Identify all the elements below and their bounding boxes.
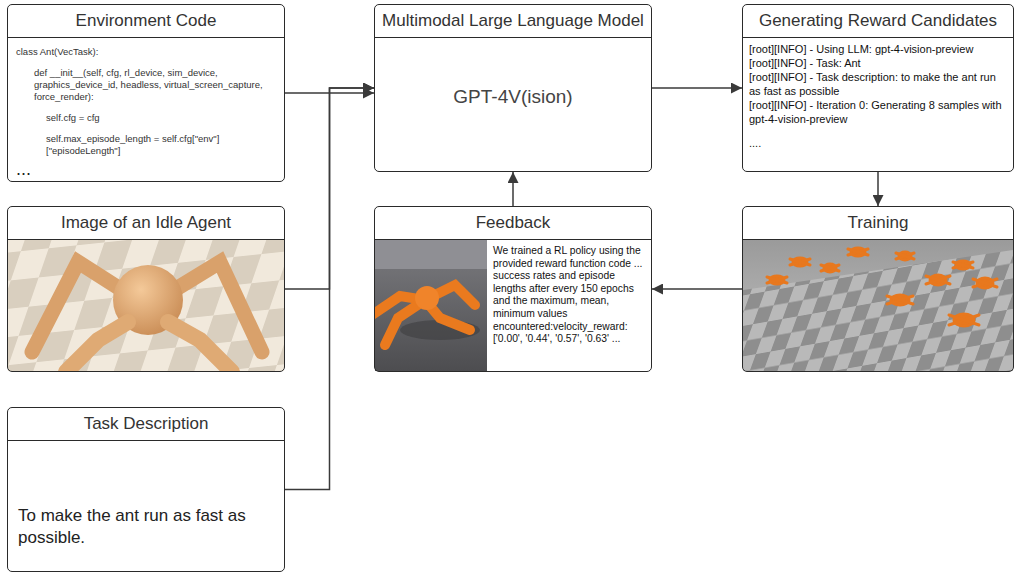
body-text: [root][INFO] - Task description: to make… — [749, 70, 1007, 98]
code-box: Environment Code class Ant(VecTask): def _… — [7, 4, 285, 182]
body-text: To make the ant run as fast as possible. — [18, 505, 274, 549]
box-heading: Image of an Idle Agent — [8, 207, 284, 240]
body-text: GPT-4V(ision) — [453, 86, 572, 108]
box-body: [root][INFO] - Using LLM: gpt-4-vision-p… — [743, 38, 1013, 154]
heading-text: Environment Code — [76, 11, 217, 31]
body-text: [root][INFO] - Task: Ant — [749, 56, 1007, 70]
heading-text: Feedback — [476, 213, 551, 233]
box-heading: Feedback — [375, 207, 651, 240]
box-body: To make the ant run as fast as possible. — [8, 441, 284, 555]
training-box: Training — [742, 206, 1014, 372]
feedback-box: Feedback We trained a RL policy using the… — [374, 206, 652, 372]
flow-arrow — [652, 288, 742, 290]
idle-ant-image — [8, 239, 284, 371]
flow-arrow — [652, 87, 742, 89]
feedback-ant-image — [375, 239, 487, 371]
flow-arrow — [512, 172, 514, 206]
box-heading: Generating Reward Candidates — [743, 5, 1013, 38]
body-text: self.max_episode_length = self.cfg["env"… — [16, 133, 276, 157]
body-text: def __init__(self, cfg, rl_device, sim_d… — [16, 67, 276, 103]
task-box: Task Description To make the ant run as f… — [7, 407, 285, 572]
heading-text: Training — [848, 213, 909, 233]
heading-text: Image of an Idle Agent — [61, 213, 231, 233]
box-body: GPT-4V(ision) — [375, 38, 651, 156]
body-text: class Ant(VecTask): — [16, 46, 276, 58]
body-text: .... — [749, 136, 1007, 150]
model-box: Multimodal Large Language ModelGPT-4V(is… — [374, 4, 652, 172]
box-heading: Task Description — [8, 408, 284, 441]
image-box: Image of an Idle Agent — [7, 206, 285, 372]
body-text: [root][INFO] - Iteration 0: Generating 8… — [749, 98, 1007, 126]
body-text: ... — [16, 161, 276, 177]
body-text: We trained a RL policy using the provide… — [493, 245, 647, 346]
training-ants-image — [743, 239, 1013, 371]
body-text: self.cfg = cfg — [16, 112, 276, 124]
box-body: class Ant(VecTask): def __init__(self, cf… — [8, 38, 284, 181]
box-heading: Environment Code — [8, 5, 284, 38]
heading-text: Generating Reward Candidates — [759, 11, 997, 31]
heading-text: Multimodal Large Language Model — [382, 11, 644, 31]
heading-text: Task Description — [84, 414, 209, 434]
flow-arrow — [877, 172, 879, 206]
flow-arrow — [285, 88, 374, 490]
box-heading: Training — [743, 207, 1013, 240]
log-box: Generating Reward Candidates [root][INFO]… — [742, 4, 1014, 172]
box-body: We trained a RL policy using the provide… — [375, 240, 651, 350]
body-text: [root][INFO] - Using LLM: gpt-4-vision-p… — [749, 42, 1007, 56]
box-heading: Multimodal Large Language Model — [375, 5, 651, 38]
